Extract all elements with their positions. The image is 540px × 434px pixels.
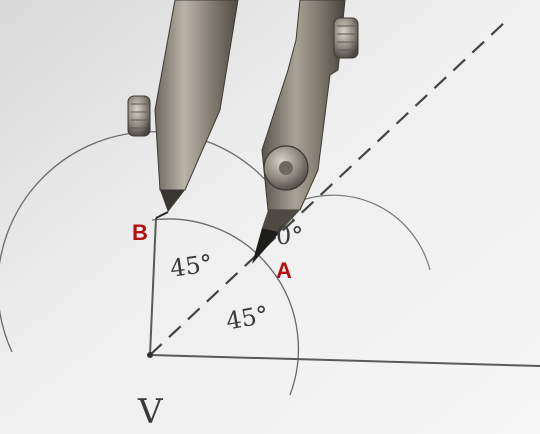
ray-vb xyxy=(149,217,157,356)
compass-right-leg xyxy=(252,0,359,264)
angle-label-right: 0° xyxy=(276,222,304,250)
point-a-label: A xyxy=(276,258,292,283)
vertex-label: V xyxy=(138,392,163,432)
point-b-label: B xyxy=(132,220,148,245)
construction-arc-large xyxy=(0,131,295,353)
compass-left-leg xyxy=(127,0,239,219)
construction-arc-a xyxy=(289,194,431,271)
ray-horizontal xyxy=(149,354,540,367)
construction-arc-b xyxy=(151,218,300,396)
angle-label-upper: 45° xyxy=(168,249,215,283)
bisector-dashed xyxy=(149,21,506,356)
vertex-dot xyxy=(147,352,153,358)
